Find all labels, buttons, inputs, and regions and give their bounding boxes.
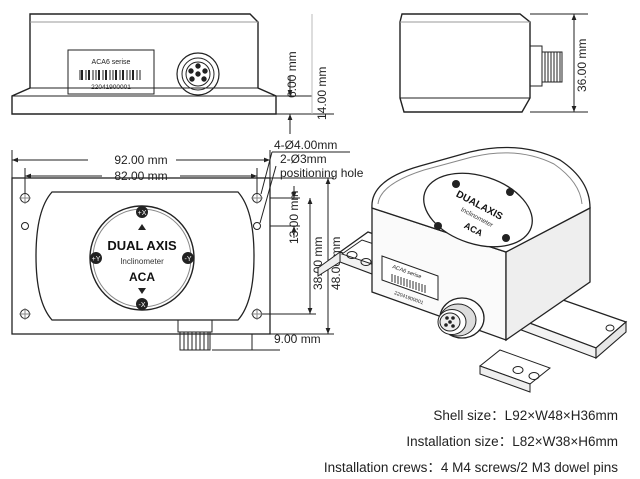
dim-side-height: 36.00 mm xyxy=(575,39,589,92)
front-view-label-plate xyxy=(67,49,155,95)
dim-mount-length: 82.00 mm xyxy=(114,169,167,183)
dim-pin-diameter: 2-Ø3mm xyxy=(280,152,327,166)
iso-view-axis-markers xyxy=(434,180,514,242)
top-view-body xyxy=(35,191,255,321)
dim-hole-offset: 13.00 mm xyxy=(287,191,301,244)
iso-view-label-plate xyxy=(381,255,439,301)
side-view-body xyxy=(399,13,531,113)
top-view-dial-model: ACA xyxy=(129,270,155,284)
front-view-series-label: ACA6 serise xyxy=(92,59,131,66)
top-view: +X -X +Y -Y DUAL AXIS Inclinometer ACA 9… xyxy=(11,138,364,351)
dim-connector-length: 9.00 mm xyxy=(274,332,321,346)
front-view-connector xyxy=(176,52,220,96)
dim-connector-height: 6.00 mm xyxy=(285,51,299,98)
dim-mount-width: 38.00 mm xyxy=(311,237,325,290)
top-view-axis-minus-y: -Y xyxy=(185,256,192,263)
side-view-connector-nut xyxy=(529,45,543,87)
iso-view: DUALAXIS Inclinometer ACA ACA6 serise 22… xyxy=(317,146,628,393)
iso-view-connector xyxy=(437,297,485,339)
front-view-serial-label: 22041900001 xyxy=(91,84,131,91)
dim-hole-diameter: 4-Ø4.00mm xyxy=(274,138,337,152)
top-view-axis-minus-x: -X xyxy=(139,302,146,309)
top-view-flange xyxy=(11,177,271,335)
top-view-dial-title: DUAL AXIS xyxy=(107,238,177,253)
spec-installation-size: Installation size：L82×W38×H6mm xyxy=(406,434,618,449)
iso-view-dial xyxy=(423,172,533,248)
front-view-body xyxy=(11,13,277,115)
iso-view-barcode xyxy=(391,274,426,293)
spec-installation-screws: Installation crews：4 M4 screws/2 M3 dowe… xyxy=(323,460,618,475)
dim-total-length: 92.00 mm xyxy=(114,153,167,167)
top-view-axis-plus-x: +X xyxy=(138,210,147,217)
dim-pin-note: positioning hole xyxy=(280,166,364,180)
dim-total-height: 14.00 mm xyxy=(315,67,329,120)
side-view: 36.00 mm xyxy=(399,13,589,113)
top-view-connector xyxy=(177,319,213,351)
front-view-barcode xyxy=(79,70,141,80)
top-view-axis-plus-y: +Y xyxy=(92,256,101,263)
top-view-dial-subtitle: Inclinometer xyxy=(120,257,164,266)
spec-shell-size: Shell size：L92×W48×H36mm xyxy=(433,408,618,423)
side-view-connector-thread xyxy=(541,51,563,83)
front-view: ACA6 serise 22041900001 xyxy=(11,13,334,134)
top-view-axis-markers xyxy=(90,206,194,310)
